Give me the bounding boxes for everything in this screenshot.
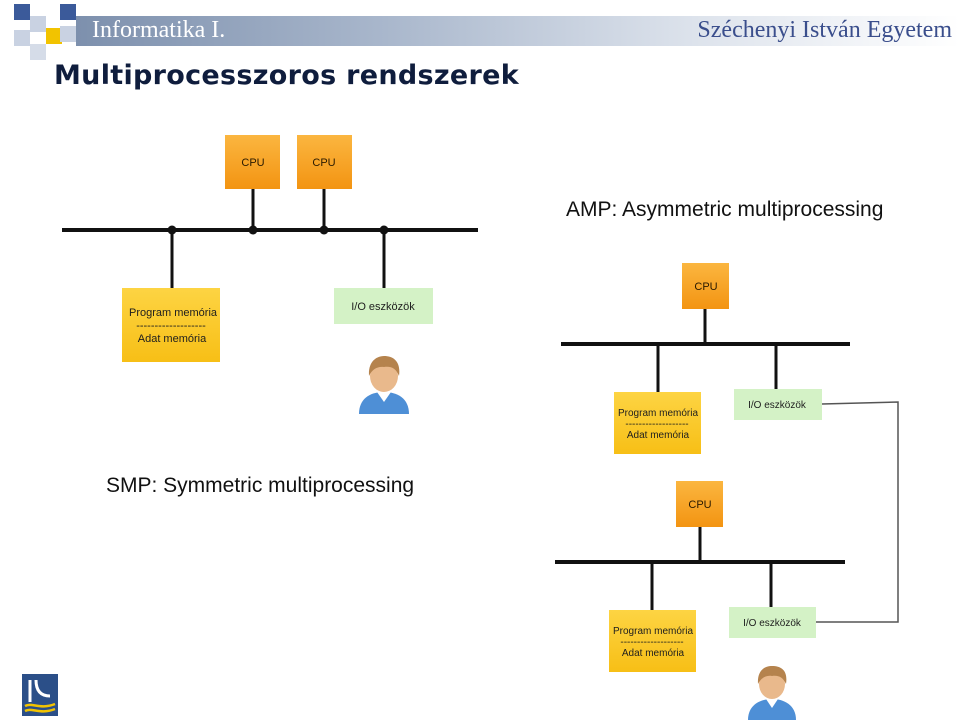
header-bar (76, 16, 960, 46)
io-node: I/O eszközök (729, 607, 816, 638)
smp-diagram: CPU CPU Program memória ----------------… (62, 135, 478, 414)
data-memory-label: Adat memória (627, 430, 690, 441)
program-memory-label: Program memória (613, 626, 693, 637)
bus-junction (167, 225, 177, 235)
io-node: I/O eszközök (334, 288, 433, 324)
header-square (14, 4, 30, 20)
header-square (14, 30, 30, 46)
user-icon (359, 356, 409, 414)
io-label: I/O eszközök (351, 301, 415, 313)
header-square (46, 28, 62, 44)
smp-label: SMP: Symmetric multiprocessing (106, 474, 415, 497)
header-square (60, 4, 76, 20)
header-square (30, 44, 46, 60)
university-name: Széchenyi István Egyetem (697, 17, 952, 43)
header-square (30, 16, 46, 32)
amp-diagram: CPU Program memória ------------------- … (555, 263, 899, 720)
memory-node: Program memória ------------------- Adat… (609, 610, 696, 672)
data-memory-label: Adat memória (138, 333, 207, 345)
cpu-node: CPU (676, 481, 723, 527)
program-memory-label: Program memória (618, 408, 698, 419)
memory-separator: ------------------- (620, 637, 683, 648)
cpu-label: CPU (694, 281, 717, 293)
memory-separator: ------------------- (625, 419, 688, 430)
io-node: I/O eszközök (734, 389, 822, 420)
cpu-label: CPU (688, 499, 711, 511)
memory-node: Program memória ------------------- Adat… (614, 392, 701, 454)
memory-node: Program memória ------------------- Adat… (122, 288, 220, 362)
data-memory-label: Adat memória (622, 648, 685, 659)
memory-separator: ------------------- (136, 320, 206, 332)
amp-label: AMP: Asymmetric multiprocessing (566, 198, 884, 221)
cpu-label: CPU (241, 157, 264, 169)
program-memory-label: Program memória (129, 307, 218, 319)
io-label: I/O eszközök (748, 400, 807, 411)
io-label: I/O eszközök (743, 618, 802, 629)
cpu-node: CPU (225, 135, 280, 189)
io-link (816, 401, 899, 623)
bus-junction (319, 225, 329, 235)
university-logo-icon (22, 674, 58, 716)
cpu-node: CPU (297, 135, 352, 189)
course-title: Informatika I. (92, 17, 226, 43)
header-square (60, 26, 76, 42)
cpu-node: CPU (682, 263, 729, 309)
cpu-label: CPU (312, 157, 335, 169)
page-title: Multiprocesszoros rendszerek (54, 60, 520, 91)
user-icon (748, 666, 796, 720)
bus-junction (379, 225, 389, 235)
bus-junction (248, 225, 258, 235)
